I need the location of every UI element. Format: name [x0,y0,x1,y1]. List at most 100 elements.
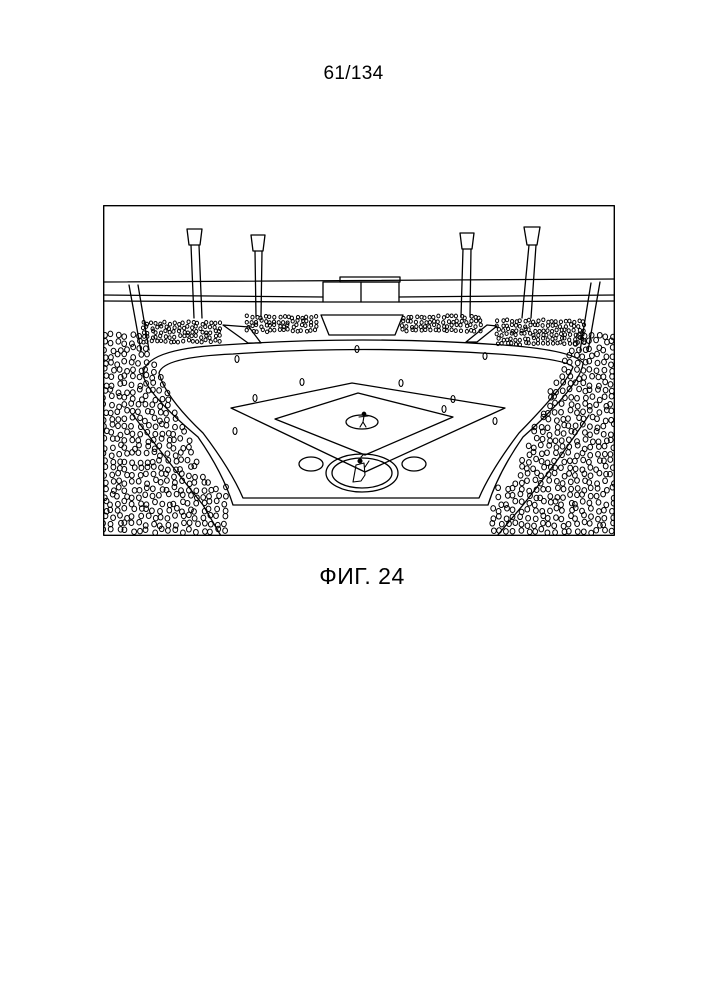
crowd-dot [542,341,545,345]
crowd-dot [505,505,510,511]
crowd-dot [597,397,602,403]
crowd-dot [514,333,517,337]
crowd-dot [223,528,228,534]
crowd-dot [196,340,199,344]
crowd-dot [546,329,549,333]
crowd-dot [603,478,608,484]
light-tower-1 [187,229,202,318]
crowd-dot [559,502,564,508]
crowd-dot [541,324,544,328]
crowd-dot [542,329,545,333]
crowd-dot [217,493,222,499]
crowd-dot [428,315,431,319]
crowd-dot [171,446,176,452]
crowd-dot [273,328,276,332]
crowd-dot [554,505,559,511]
crowd-dot [268,315,271,319]
crowd-dot [300,323,303,327]
crowd-dot [567,471,572,477]
crowd-dot [117,394,122,400]
crowd-dot [590,373,595,379]
crowd-dot [215,506,220,512]
crowd-dot [580,499,585,505]
crowd-dot [559,516,564,522]
crowd-dot [199,327,202,331]
crowd-dot [143,393,148,399]
crowd-dot [167,508,172,514]
crowd-dot [603,418,608,424]
crowd-dot [200,340,203,344]
crowd-dot [583,430,588,436]
crowd-dot [546,486,551,492]
crowd-dot [541,520,546,526]
crowd-dot [143,418,148,424]
crowd-dot [154,477,159,483]
crowd-dot [116,423,121,429]
crowd-dot [223,513,228,519]
crowd-dot [589,506,594,512]
crowd-dot [609,362,614,368]
crowd-dot [601,347,606,353]
crowd-dot [542,318,545,322]
crowd-dot [519,528,524,534]
crowd-dot [129,495,134,501]
crowd-dot [560,374,565,380]
crowd-dot [542,464,547,470]
crowd-dot [587,459,592,465]
crowd-dot [130,437,135,443]
crowd-dot [532,502,537,508]
crowd-dot [172,410,177,416]
crowd-dot [117,367,122,373]
crowd-dot [575,521,580,527]
crowd-dot [122,520,127,526]
crowd-dot [587,500,592,506]
crowd-dot [208,529,213,535]
crowd-dot [150,493,155,499]
crowd-dot [214,513,219,519]
crowd-dot [187,527,192,533]
crowd-dot [315,315,318,319]
crowd-dot [588,444,593,450]
crowd-dot [164,335,167,339]
crowd-dot [459,323,462,327]
crowd-dot [527,318,530,322]
crowd-dot [139,352,144,358]
crowd-dot [125,407,130,413]
crowd-dot [582,375,587,381]
crowd-dot [166,397,171,403]
crowd-dot [224,494,229,500]
crowd-dot [459,329,462,333]
crowd-dot [125,451,130,457]
crowd-dot [104,373,109,379]
crowd-dot [112,367,117,373]
crowd-dot [201,330,204,334]
crowd-dot [209,487,214,493]
crowd-dot [460,319,463,323]
crowd-dot [603,387,608,393]
left-dugout [223,325,261,343]
crowd-dot [583,437,588,443]
crowd-dot [204,338,207,342]
crowd-dot [575,352,580,358]
crowd-dot [450,314,453,318]
crowd-dot [505,493,510,499]
crowd-dot [567,437,572,443]
crowd-dot [596,387,601,393]
crowd-dot [499,521,504,527]
crowd-dot [568,407,573,413]
crowd-dot [513,520,518,526]
crowd-dot [532,342,535,346]
crowd-dot [136,361,141,367]
crowd-dot [561,431,566,437]
crowd-dot [273,315,276,319]
crowd-dot [454,314,457,318]
crowd-dot [131,367,136,373]
crowd-dot [143,346,148,352]
crowd-dot [143,402,148,408]
crowd-dot [305,315,308,319]
crowd-dot [214,498,219,504]
crowd-dot [518,324,521,328]
crowd-dot [540,451,545,457]
crowd-dot [538,329,541,333]
crowd-dot [575,478,580,484]
